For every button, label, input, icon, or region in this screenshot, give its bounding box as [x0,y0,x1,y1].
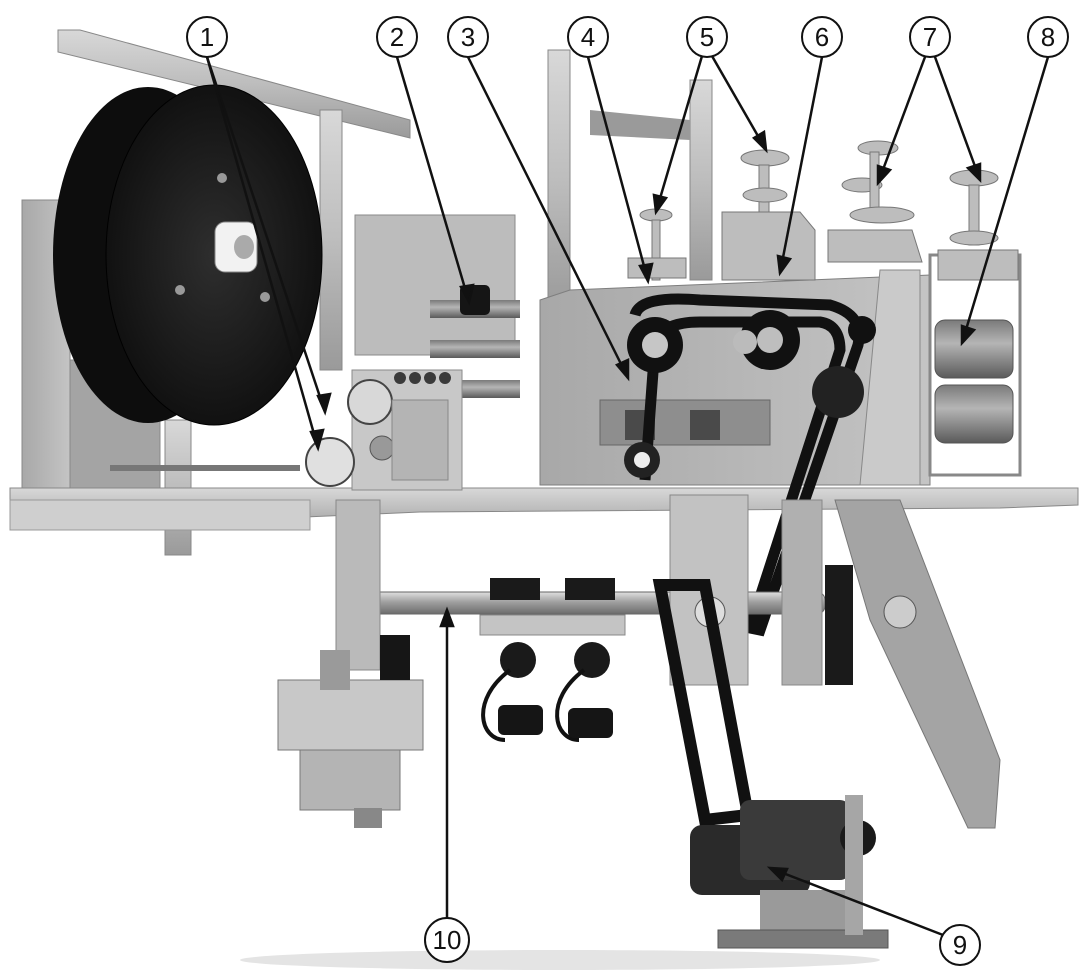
leader-line-10 [439,606,455,918]
callout-9: 9 [939,924,981,966]
callout-9-label: 9 [953,930,967,960]
callout-3: 3 [447,16,489,58]
adjustment-knobs [627,140,1019,281]
main-housing [539,269,931,637]
callout-1: 1 [186,16,228,58]
leader-lines [205,55,1050,937]
leader-line-8 [960,56,1050,347]
callouts: 1 2 3 4 5 6 7 8 9 10 [186,16,1069,966]
tape-reel [53,84,323,471]
lower-supports [335,494,1001,829]
callout-4-label: 4 [581,22,595,52]
callout-1-label: 1 [200,22,214,52]
callout-7-label: 7 [923,22,937,52]
leader-line-7 [876,56,982,187]
solenoid-valves [479,578,626,742]
callout-2-label: 2 [390,22,404,52]
callout-2: 2 [376,16,418,58]
feed-unit [305,214,520,491]
callout-7: 7 [909,16,951,58]
callout-10: 10 [424,917,470,963]
callout-6: 6 [801,16,843,58]
leader-line-6 [776,56,824,277]
drive-motor [690,795,889,949]
callout-10-label: 10 [433,925,462,955]
leader-line-4 [586,56,654,285]
callout-6-label: 6 [815,22,829,52]
leader-line-2 [395,56,475,306]
leader-line-9 [766,866,944,937]
callout-8: 8 [1027,16,1069,58]
callout-3-label: 3 [461,22,475,52]
callout-5-label: 5 [700,22,714,52]
leader-line-3 [466,56,630,382]
floor-shadow [240,950,880,970]
leader-line-5 [652,55,768,216]
pneumatic-valves [277,635,424,828]
callout-8-label: 8 [1041,22,1055,52]
callout-5: 5 [686,16,728,58]
callout-4: 4 [567,16,609,58]
pressure-rollers [928,253,1022,477]
leader-line-1 [205,56,332,452]
